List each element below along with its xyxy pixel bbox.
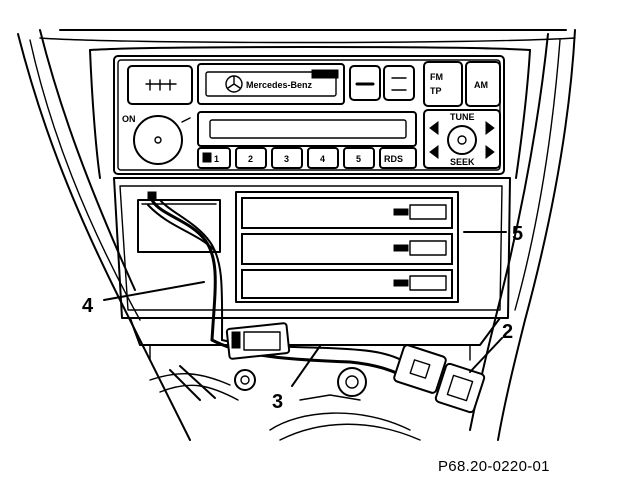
fm-tp-button [423, 61, 463, 107]
storage-drawers [235, 191, 459, 303]
connector-2 [393, 344, 486, 414]
am-button [465, 61, 501, 107]
radio-unit: Mercedes-Benz FM TP AM ON TUNE SEEK [113, 55, 505, 175]
svg-text:TP: TP [430, 86, 442, 96]
connector-3 [225, 322, 291, 360]
volume-knob [133, 115, 183, 165]
diagram-drawing: Mercedes-Benz FM TP AM ON TUNE SEEK [17, 29, 576, 441]
callout-2: 2 [502, 321, 513, 343]
preset-3-label: 3 [284, 154, 289, 164]
preset-2-label: 2 [248, 154, 253, 164]
preset-1-label: 1 [214, 154, 219, 164]
drawer-1 [241, 197, 453, 229]
callout-3: 3 [272, 391, 283, 413]
preset-buttons: 1 2 3 4 5 RDS [197, 147, 417, 169]
callout-5: 5 [512, 223, 523, 245]
am-label: AM [474, 80, 488, 90]
drawer-2 [241, 233, 453, 265]
preset-5-label: 5 [356, 154, 361, 164]
tune-knob [447, 125, 477, 155]
preset-4-label: 4 [320, 154, 325, 164]
cassette-window [197, 63, 345, 105]
lower-internals [149, 365, 421, 441]
rds-label: RDS [384, 154, 403, 164]
leader-lines [103, 231, 507, 387]
figure-code: P68.20-0220-01 [438, 458, 550, 475]
callout-4: 4 [82, 295, 94, 317]
cassette-brand-label: Mercedes-Benz [246, 80, 313, 90]
drawer-3 [241, 269, 453, 299]
radio-display [197, 111, 417, 147]
compartment-frame [113, 177, 511, 361]
dolby-button [383, 65, 415, 101]
seek-label: SEEK [450, 157, 475, 167]
svg-text:FM: FM [430, 72, 443, 82]
tune-label: TUNE [450, 112, 475, 122]
on-label: ON [122, 114, 136, 124]
console-outline [17, 29, 576, 441]
